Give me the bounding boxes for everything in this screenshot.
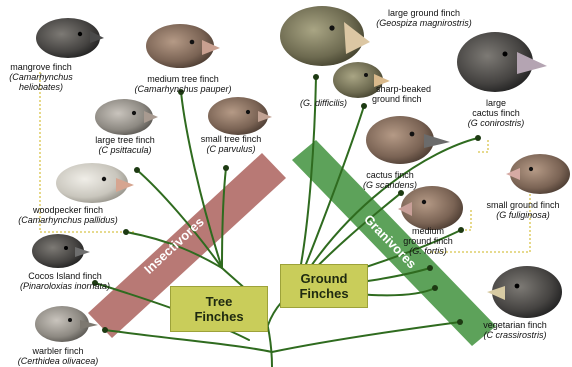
bird-head-icon	[208, 97, 272, 135]
tree-finches-line1: Tree	[171, 294, 267, 309]
branch-vegetarian	[272, 322, 460, 352]
vegetarian-sci-name: (C crassirostris)	[464, 330, 566, 340]
vegetarian-common-name: vegetarian finch	[464, 320, 566, 330]
bird-head-icon	[36, 18, 104, 58]
warbler-common-name: warbler finch	[0, 346, 116, 356]
label-small-ground-finch: small ground finch (G fuliginosa)	[474, 200, 572, 220]
bird-head-icon	[35, 306, 98, 342]
label-vegetarian-finch: vegetarian finch (C crassirostris)	[464, 320, 566, 340]
tree-finches-box: Tree Finches	[170, 286, 268, 332]
sharp-beaked-common-name-1: sharp-beaked	[376, 84, 431, 94]
node-ground-low	[427, 265, 433, 271]
label-mangrove-finch: mangrove finch (Camarhynchus heliobates)	[0, 62, 82, 92]
sharp-beaked-common-name-2: ground finch	[372, 94, 422, 104]
bird-head-icon	[487, 266, 562, 318]
label-cocos-island-finch: Cocos Island finch (Pinaroloxias inornat…	[0, 271, 130, 291]
medium-ground-common-name-2: ground finch	[386, 236, 470, 246]
label-woodpecker-finch: woodpecker finch (Camarhynchus pallidus)	[2, 205, 134, 225]
ground-finches-line2: Finches	[281, 286, 367, 301]
woodpecker-common-name: woodpecker finch	[2, 205, 134, 215]
large-cactus-common-name-1: large	[456, 98, 536, 108]
large-cactus-common-name-2: cactus finch	[456, 108, 536, 118]
label-warbler-finch: warbler finch (Certhidea olivacea)	[0, 346, 116, 366]
small-ground-sci-name: (G fuliginosa)	[474, 210, 572, 220]
bird-head-icon	[457, 32, 547, 92]
ground-finches-box: Ground Finches	[280, 264, 368, 308]
cactus-sci-name: (G scandens)	[350, 180, 430, 190]
node-warbler	[102, 327, 108, 333]
label-large-tree-finch: large tree finch (C psittacula)	[80, 135, 170, 155]
node-woodpecker	[123, 229, 129, 235]
label-medium-ground-finch: medium ground finch (G. fortis)	[386, 226, 470, 256]
bird-head-icon	[32, 234, 90, 268]
node-vegetarian	[457, 319, 463, 325]
cactus-common-name: cactus finch	[350, 170, 430, 180]
woodpecker-sci-name: (Camarhynchus pallidus)	[2, 215, 134, 225]
node-large-cactus	[475, 135, 481, 141]
mangrove-common-name: mangrove finch	[0, 62, 82, 72]
bird-head-icon	[95, 99, 158, 135]
mangrove-sci-name-1: (Camarhynchus	[0, 72, 82, 82]
bird-head-icon	[398, 186, 463, 230]
label-small-tree-finch: small tree finch (C parvulus)	[186, 134, 276, 154]
small-tree-common-name: small tree finch	[186, 134, 276, 144]
large-ground-common-name: large ground finch	[352, 8, 496, 18]
medium-ground-common-name-1: medium	[386, 226, 470, 236]
small-tree-sci-name: (C parvulus)	[186, 144, 276, 154]
bird-head-icon	[366, 116, 450, 164]
mangrove-sci-name-2: heliobates)	[0, 82, 82, 92]
large-tree-common-name: large tree finch	[80, 135, 170, 145]
sharp-beaked-sci-name: (G. difficilis)	[300, 98, 347, 108]
label-large-cactus-finch: large cactus finch (G conirostris)	[456, 98, 536, 128]
node-cactus	[398, 190, 404, 196]
label-cactus-finch: cactus finch (G scandens)	[350, 170, 430, 190]
cocos-sci-name: (Pinaroloxias inornata)	[0, 281, 130, 291]
bird-head-icon	[56, 163, 134, 203]
tree-finches-line2: Finches	[171, 309, 267, 324]
warbler-sci-name: (Certhidea olivacea)	[0, 356, 116, 366]
node-small-tree	[223, 165, 229, 171]
branch-warbler	[105, 330, 272, 352]
large-cactus-sci-name: (G conirostris)	[456, 118, 536, 128]
small-ground-common-name: small ground finch	[474, 200, 572, 210]
medium-tree-common-name: medium tree finch	[108, 74, 258, 84]
label-sharp-beaked-ground-finch: (G. difficilis) sharp-beaked ground finc…	[298, 84, 444, 108]
large-tree-sci-name: (C psittacula)	[80, 145, 170, 155]
bird-head-icon	[506, 154, 570, 194]
label-large-ground-finch: large ground finch (Geospiza magnirostri…	[352, 8, 496, 28]
large-ground-sci-name: (Geospiza magnirostris)	[352, 18, 496, 28]
node-large-ground	[313, 74, 319, 80]
branch-large-ground	[296, 77, 316, 289]
medium-tree-sci-name: (Camarhynchus pauper)	[108, 84, 258, 94]
node-ground-mid	[432, 285, 438, 291]
ground-finches-line1: Ground	[281, 271, 367, 286]
label-medium-tree-finch: medium tree finch (Camarhynchus pauper)	[108, 74, 258, 94]
medium-ground-sci-name: (G. fortis)	[386, 246, 470, 256]
bird-head-icon	[146, 24, 220, 68]
node-large-tree	[134, 167, 140, 173]
cocos-common-name: Cocos Island finch	[0, 271, 130, 281]
